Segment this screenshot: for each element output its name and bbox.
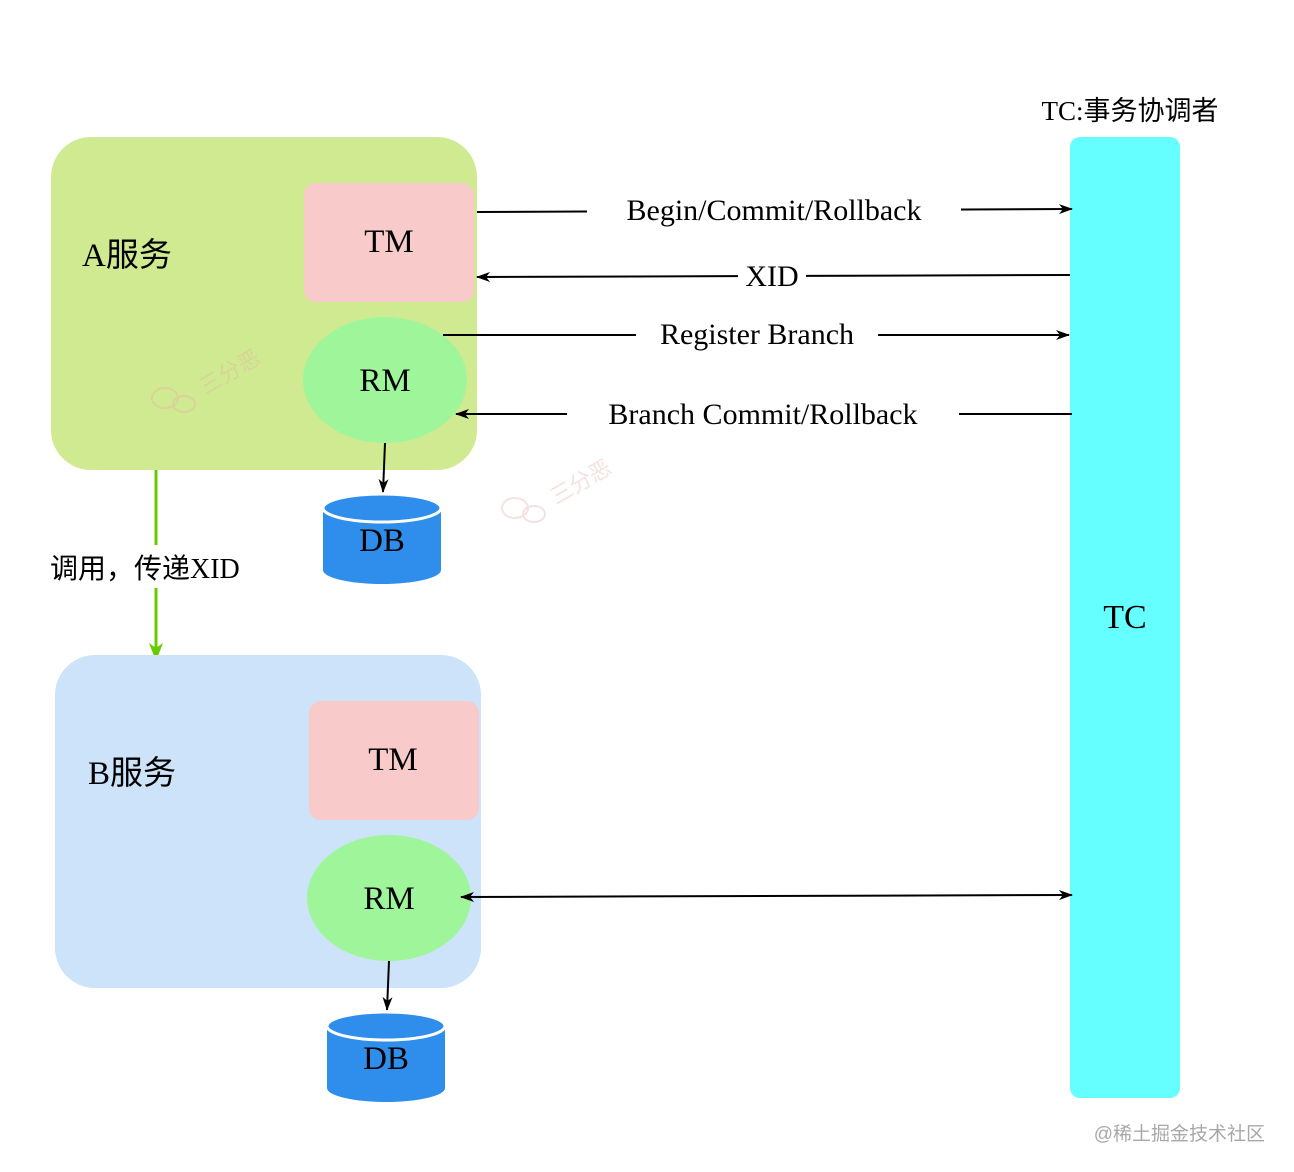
service-b-rm-label: RM [363,881,414,917]
brand-watermark-2: 三分恶 [501,455,616,523]
site-watermark: @稀土掘金技术社区 [1094,1123,1265,1145]
brand-watermark-2-text: 三分恶 [546,455,616,510]
service-b-rm-to-db-arrow [382,960,393,1011]
service-a-rm-to-db-arrow [378,442,389,493]
tc-bar [1070,137,1180,1098]
service-b-db-label: DB [363,1041,409,1077]
service-b-rm-ellipse [307,835,471,961]
service-b-db-icon [325,1010,447,1102]
service-b-label: B服务 [88,755,176,792]
chat-bubble-icon [501,497,546,523]
service-b-tm-box [309,701,479,820]
xid-label-bg [738,258,806,292]
service-a-rm-ellipse [303,317,467,443]
tc-label: TC [1103,599,1146,636]
service-a-rm-label: RM [359,363,410,399]
service-a-db-label: DB [359,523,405,559]
call-arrow-label: 调用，传递XID [50,553,240,585]
begin-commit-label-bg [587,192,961,226]
tc-title: TC:事务协调者 [1041,96,1218,126]
rm-b-tc-bidirectional-arrow [460,890,1073,902]
service-a-db-icon [321,492,443,584]
begin-commit-label: Begin/Commit/Rollback [627,194,922,227]
register-branch-label: Register Branch [660,318,854,351]
branch-commit-label: Branch Commit/Rollback [608,398,917,431]
service-a-tm-box [304,183,474,302]
service-a-label: A服务 [82,237,172,274]
branch-commit-label-bg [567,396,959,430]
register-branch-label-bg [636,316,878,350]
service-b-tm-label: TM [368,742,418,778]
chat-bubble-icon [151,387,196,413]
service-a-tm-label: TM [364,224,414,260]
xid-label: XID [745,260,798,293]
